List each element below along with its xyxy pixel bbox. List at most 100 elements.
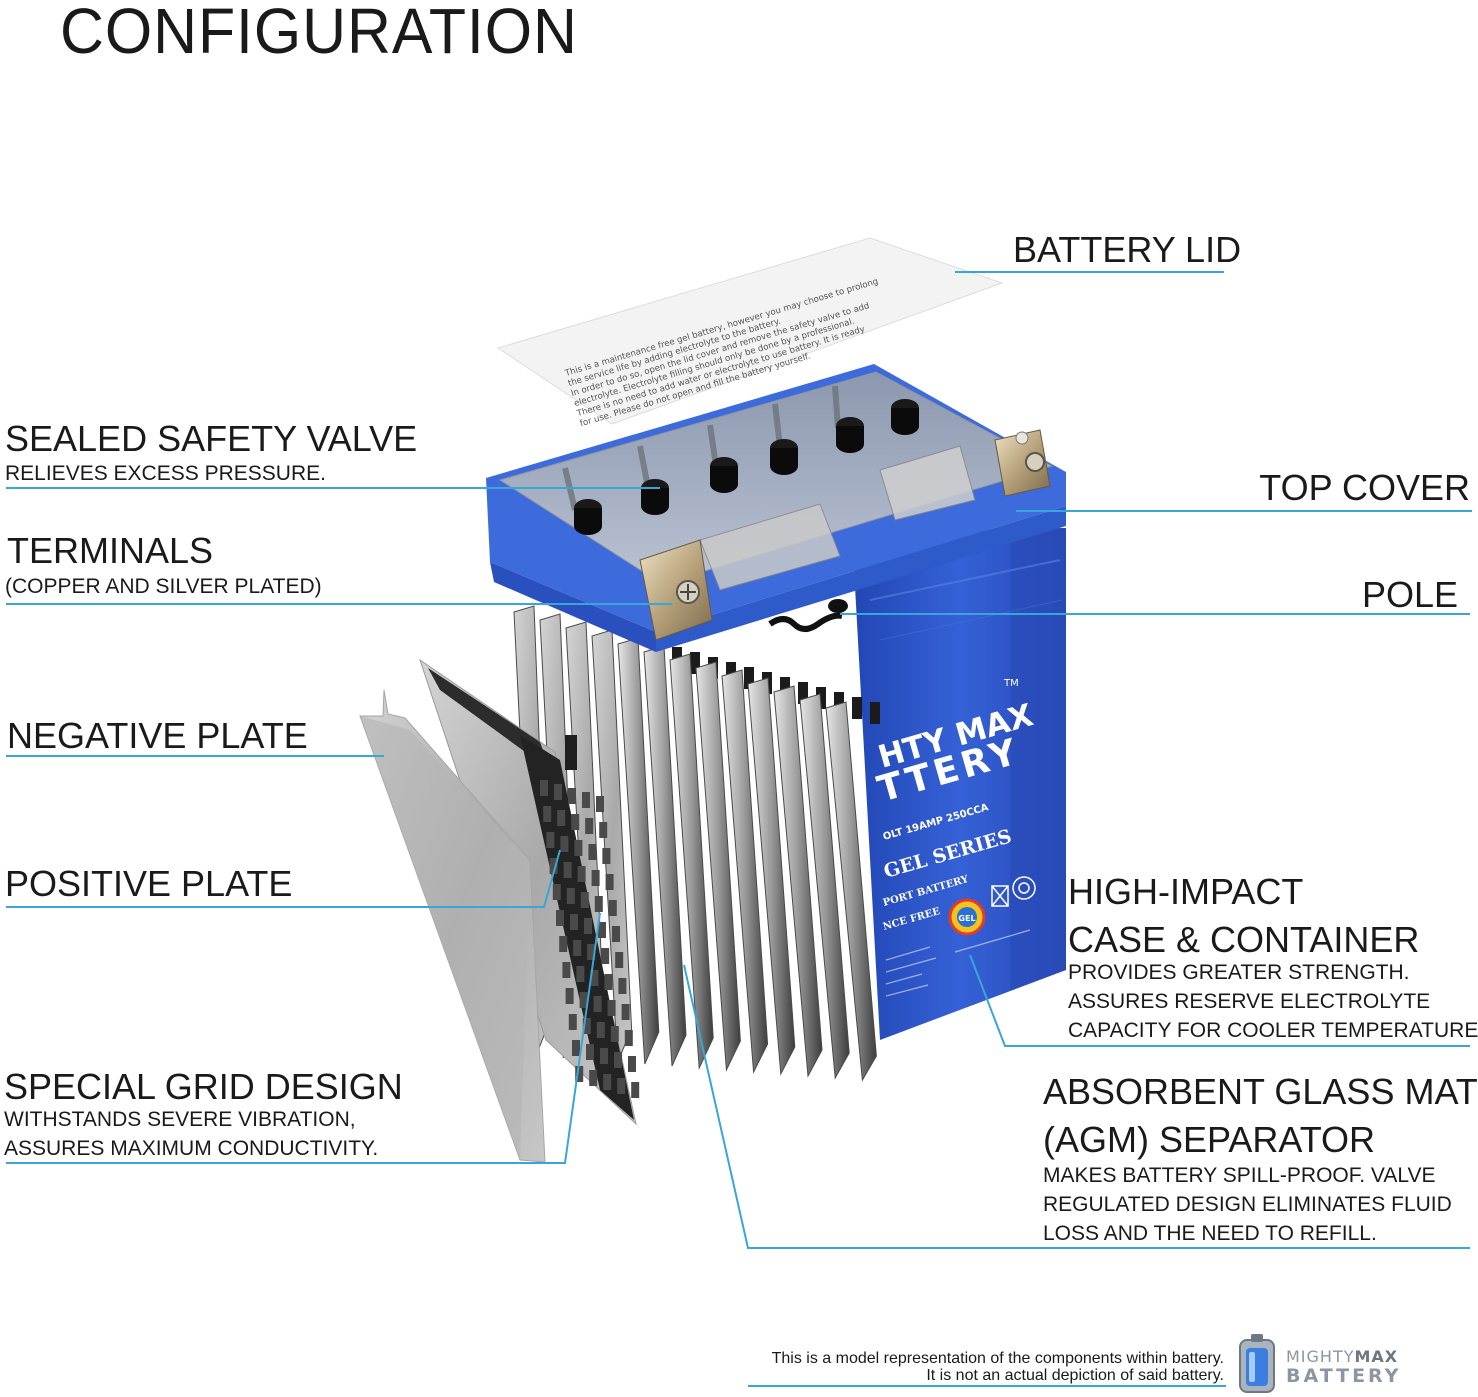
high-impact-leader <box>969 954 1470 1047</box>
fin-plate <box>669 653 714 1070</box>
fin-plate <box>773 685 823 1078</box>
grid-hole <box>628 1056 636 1072</box>
logo-battery: BATTERY <box>1286 1365 1402 1387</box>
terminals-label: TERMINALS <box>7 530 214 571</box>
high-impact-desc-1: PROVIDES GREATER STRENGTH. <box>1068 961 1410 984</box>
valve-cap-base <box>574 517 602 535</box>
terminals-desc: (COPPER AND SILVER PLATED) <box>5 575 322 598</box>
grid-hole <box>603 1074 612 1090</box>
special-grid-desc-2: ASSURES MAXIMUM CONDUCTIVITY. <box>4 1137 379 1160</box>
grid-hole <box>566 888 575 904</box>
grid-hole <box>562 962 571 978</box>
grid-hole <box>568 1014 577 1030</box>
grid-hole <box>580 892 589 908</box>
grid-hole <box>575 1066 584 1082</box>
agm-label-1: ABSORBENT GLASS MAT <box>1043 1071 1478 1112</box>
grid-hole <box>556 910 564 926</box>
valve-cap-base <box>891 417 919 435</box>
grid-hole <box>574 840 583 856</box>
fin-tab <box>834 692 844 714</box>
grid-hole <box>576 966 585 982</box>
svg-text:GEL: GEL <box>958 914 975 923</box>
grid-hole <box>589 1070 598 1086</box>
fin-plate <box>799 693 850 1080</box>
grid-hole <box>546 832 555 848</box>
logo-max: MAX <box>1354 1347 1399 1366</box>
fin-tab <box>798 682 808 704</box>
agm-label-2: (AGM) SEPARATOR <box>1043 1119 1376 1160</box>
grid-hole <box>557 810 566 826</box>
top-cover-label: TOP COVER <box>1259 467 1470 508</box>
grid-hole <box>621 1004 630 1020</box>
grid-hole <box>588 844 597 860</box>
grid-hole <box>552 884 561 900</box>
battery-lid-label: BATTERY LID <box>1013 229 1242 270</box>
special-grid-label: SPECIAL GRID DESIGN <box>4 1066 403 1107</box>
grid-hole <box>579 992 588 1008</box>
valve-cap-base <box>836 435 864 453</box>
valve-cap-base <box>641 497 669 515</box>
grid-hole <box>617 1078 626 1094</box>
grid-hole <box>624 1030 633 1046</box>
special-grid-leader <box>6 912 601 1164</box>
grid-hole <box>614 1052 622 1068</box>
grid-hole <box>608 900 617 916</box>
page-title: CONFIGURATION <box>60 0 578 67</box>
grid-hole <box>568 788 576 804</box>
pole-connector <box>768 599 848 632</box>
agm-desc-3: LOSS AND THE NEED TO REFILL. <box>1043 1222 1377 1245</box>
trademark: TM <box>1003 678 1019 689</box>
grid-hole <box>596 1022 605 1038</box>
high-impact-desc-2: ASSURES RESERVE ELECTROLYTE <box>1068 990 1431 1013</box>
grid-hole <box>596 796 604 812</box>
agm-leader <box>683 964 1470 1249</box>
grid-hole <box>549 858 558 874</box>
footer-logo-text: MIGHTYMAX BATTERY <box>1286 1347 1402 1387</box>
battery-case: HTY MAX TTERY TM OLT 19AMP 250CCA GEL SE… <box>852 528 1066 1040</box>
valve-cap-base <box>710 475 738 493</box>
grid-hole <box>618 978 627 994</box>
footer-disclaimer: This is a model representation of the co… <box>772 1350 1224 1384</box>
fin-tab <box>852 697 862 719</box>
grid-hole <box>587 944 596 960</box>
fin-tab <box>690 652 700 674</box>
grid-hole <box>543 806 552 822</box>
sealed-safety-valve-desc: RELIEVES EXCESS PRESSURE. <box>5 462 326 485</box>
fin-plate <box>825 701 877 1082</box>
grid-pattern <box>540 780 640 1098</box>
positive-plate-leader <box>6 849 561 908</box>
grid-hole <box>585 818 594 834</box>
grid-hole <box>600 1048 608 1064</box>
special-grid-desc-1: WITHSTANDS SEVERE VIBRATION, <box>4 1108 356 1131</box>
grid-hole <box>631 1082 640 1098</box>
fin-plate <box>695 661 741 1072</box>
valve-cap-base <box>770 457 798 475</box>
positive-plate-label: POSITIVE PLATE <box>5 863 293 904</box>
grid-hole <box>565 988 574 1004</box>
grid-hole <box>572 1040 580 1056</box>
sealed-safety-valve-icons <box>574 399 919 535</box>
plate-stack <box>513 605 880 1082</box>
high-impact-desc-3: CAPACITY FOR COOLER TEMPERATURES. <box>1068 1019 1478 1042</box>
fin-plate <box>721 669 769 1074</box>
grid-hole <box>577 866 586 882</box>
grid-hole <box>563 862 572 878</box>
sealed-safety-valve-label: SEALED SAFETY VALVE <box>5 418 418 459</box>
grid-hole <box>540 780 548 796</box>
footer-line-2: It is not an actual depiction of said ba… <box>926 1367 1224 1384</box>
grid-hole <box>591 870 600 886</box>
grid-hole <box>586 1044 594 1060</box>
grid-hole <box>559 936 568 952</box>
grid-hole <box>615 952 624 968</box>
footer-line-1: This is a model representation of the co… <box>771 1350 1224 1367</box>
pole-label: POLE <box>1361 574 1458 615</box>
fin-tab <box>816 687 826 709</box>
grid-hole <box>598 922 606 938</box>
leader-lines <box>6 271 1472 1387</box>
grid-hole <box>604 974 613 990</box>
fin-plate <box>747 677 796 1076</box>
grid-hole <box>594 896 603 912</box>
grid-hole <box>605 874 614 890</box>
grid-hole <box>593 996 602 1012</box>
